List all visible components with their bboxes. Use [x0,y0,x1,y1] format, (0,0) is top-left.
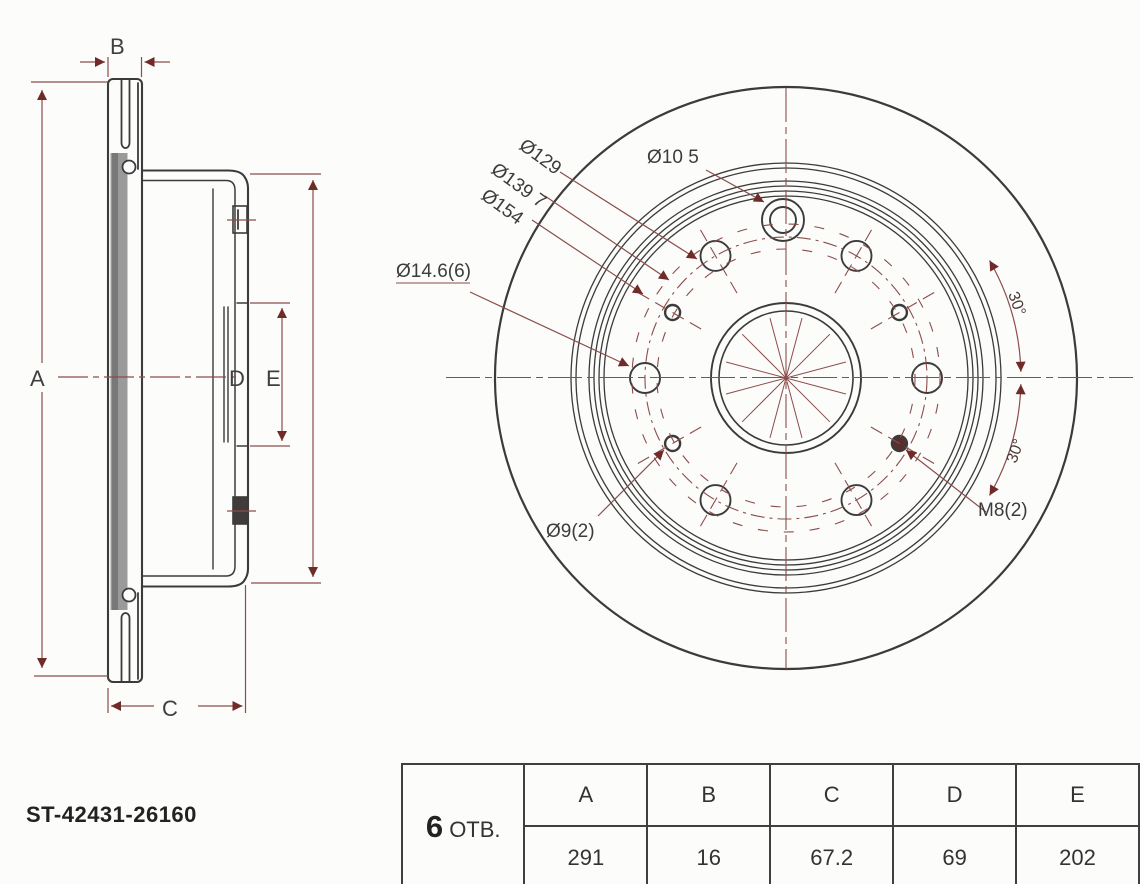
hole-9-upper [663,303,682,322]
front-view-centerlines [446,88,1133,669]
col-header-a: A [523,763,649,827]
value-c: 67.2 [769,825,895,884]
label-dia-14-6: Ø14.6(6) [396,261,471,282]
col-header-b: B [646,763,772,827]
disc-outline [106,77,144,684]
col-header-d: D [892,763,1017,827]
label-dia-10-5: Ø10 5 [647,147,699,168]
label-dia-129: Ø129 [515,135,565,179]
value-e: 202 [1014,825,1140,884]
hat-outer [140,169,250,588]
part-number: ST-42431-26160 [26,802,197,827]
leader-lines [396,169,987,517]
hole-9-lower [663,434,682,453]
dim-label-b: B [110,34,125,59]
holes-count: 6 [425,809,444,844]
col-header-e: E [1014,763,1140,827]
value-a: 291 [523,825,649,884]
value-b: 16 [646,825,772,884]
value-d: 69 [892,825,1017,884]
label-dia-9: Ø9(2) [546,521,595,542]
label-m8: M8(2) [978,500,1028,521]
angle-dimensions [988,260,1026,496]
dim-label-a: A [30,366,45,391]
vent-slot-top [120,78,131,149]
label-angle-upper: 30° [1004,290,1028,319]
hub-star [725,317,847,439]
hole-10-5 [761,198,805,242]
hole-m8-upper [890,303,909,322]
hat-inner [141,179,236,577]
dim-label-c: C [162,696,178,721]
vent-slot-bottom [120,612,131,683]
vent-hole-bottom [121,587,137,603]
vent-hole-top [121,159,137,175]
col-header-c: C [769,763,895,827]
dim-label-d: D [229,366,245,391]
bolt-circle [644,236,928,520]
dimension-table: 6 ОТВ. A B C D E 291 16 67.2 69 202 [400,763,1140,884]
side-section-view [106,77,250,684]
holes-suffix: ОТВ. [449,817,501,842]
dim-label-e: E [266,366,281,391]
holes-count-cell: 6 ОТВ. [400,763,526,884]
hole-centerline-stubs [636,228,936,528]
side-view-dimensions [31,57,321,713]
label-angle-lower: 30° [1004,437,1028,466]
